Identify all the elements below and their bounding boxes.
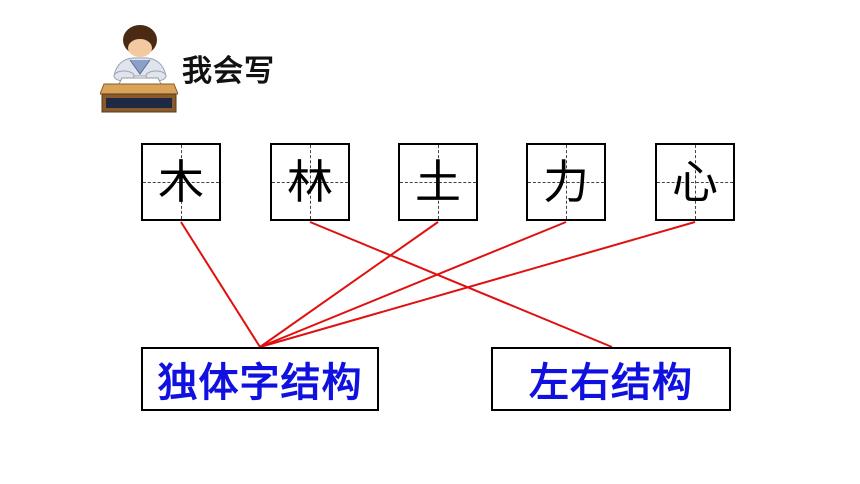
- char-glyph: 土: [415, 155, 461, 209]
- structure-box-duti: 独体字结构: [141, 347, 379, 411]
- char-box-xin: 心: [655, 143, 735, 221]
- guide-line-vertical: [181, 145, 182, 219]
- guide-line-vertical: [438, 145, 439, 219]
- guide-line-vertical: [310, 145, 311, 219]
- guide-line-vertical: [566, 145, 567, 219]
- structure-label: 左右结构: [529, 360, 693, 406]
- line-tu-to-duti: [259, 221, 439, 348]
- line-li-to-duti: [259, 221, 567, 348]
- page-title: 我会写: [182, 54, 275, 89]
- char-box-tu: 土: [398, 143, 478, 221]
- char-box-mu: 木: [141, 143, 221, 221]
- line-mu-to-duti: [180, 221, 261, 348]
- char-box-li: 力: [526, 143, 606, 221]
- line-lin-to-zuoyou: [309, 221, 613, 348]
- structure-box-zuoyou: 左右结构: [491, 347, 731, 411]
- char-glyph: 林: [287, 155, 333, 209]
- student-writing-icon: [100, 25, 178, 113]
- char-glyph: 木: [158, 155, 204, 209]
- line-xin-to-duti: [259, 221, 696, 348]
- char-glyph: 力: [543, 155, 589, 209]
- structure-label: 独体字结构: [157, 360, 363, 406]
- char-box-lin: 林: [270, 143, 350, 221]
- char-glyph: 心: [672, 155, 718, 209]
- guide-line-vertical: [695, 145, 696, 219]
